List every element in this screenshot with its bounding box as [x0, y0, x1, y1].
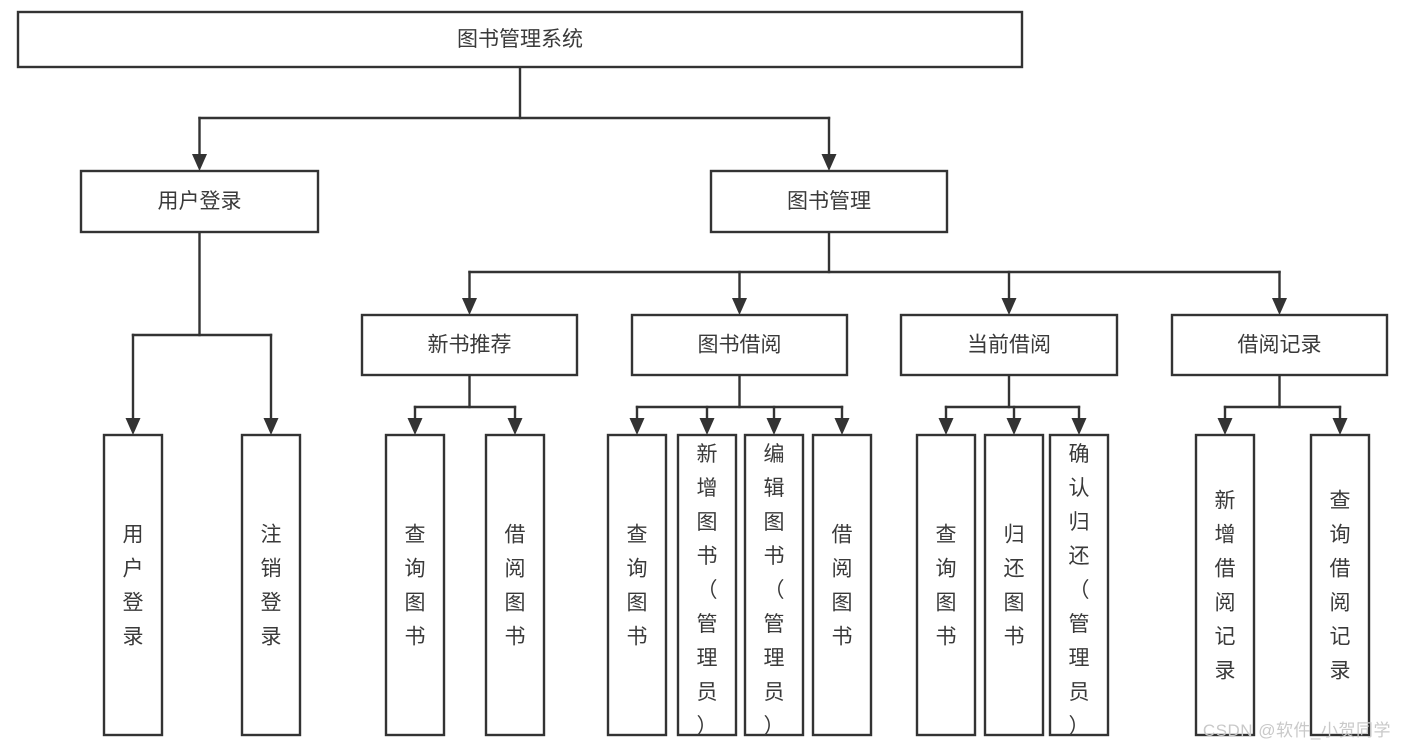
node-box — [240, 433, 302, 737]
node-leaf-confirm-return[interactable]: 确认归还（管理员） — [1048, 433, 1110, 738]
node-label: 新增借阅记录 — [1215, 489, 1236, 682]
arrow-head-icon — [192, 154, 207, 171]
node-leaf-borrow-book[interactable]: 借阅图书 — [811, 433, 873, 737]
node-box — [743, 433, 805, 737]
node-leaf-query-record[interactable]: 查询借阅记录 — [1309, 433, 1371, 737]
node-layer: 图书管理系统用户登录图书管理新书推荐图书借阅当前借阅借阅记录用户登录注销登录查询… — [16, 10, 1389, 738]
arrow-head-icon — [1217, 418, 1233, 435]
arrow-head-icon — [699, 418, 715, 435]
node-box — [606, 433, 668, 737]
watermark: CSDN @软件_小贺同学 — [1202, 721, 1391, 740]
arrow-head-icon — [1071, 418, 1087, 435]
node-label: 图书管理 — [787, 190, 871, 213]
node-leaf-query-book-current[interactable]: 查询图书 — [915, 433, 977, 737]
arrow-head-icon — [629, 418, 645, 435]
node-box — [484, 433, 546, 737]
node-borrow-record[interactable]: 借阅记录 — [1170, 313, 1389, 377]
node-leaf-add-record[interactable]: 新增借阅记录 — [1194, 433, 1256, 737]
node-box — [915, 433, 977, 737]
arrow-head-icon — [1272, 298, 1287, 315]
node-label: 借阅图书 — [505, 523, 526, 648]
node-label: 查询图书 — [627, 523, 648, 648]
node-leaf-edit-book[interactable]: 编辑图书（管理员） — [743, 433, 805, 738]
node-box — [360, 313, 579, 377]
node-label: 借阅记录 — [1238, 334, 1322, 357]
node-leaf-user-login[interactable]: 用户登录 — [102, 433, 164, 737]
node-box — [709, 169, 949, 234]
node-leaf-query-book-borrow[interactable]: 查询图书 — [606, 433, 668, 737]
node-box — [16, 10, 1024, 69]
node-leaf-return-book[interactable]: 归还图书 — [983, 433, 1045, 737]
node-user-login[interactable]: 用户登录 — [79, 169, 320, 234]
node-book-manage[interactable]: 图书管理 — [709, 169, 949, 234]
arrow-head-icon — [821, 154, 837, 171]
node-label: 当前借阅 — [967, 334, 1051, 357]
node-box — [676, 433, 738, 737]
arrow-head-icon — [732, 298, 747, 315]
arrow-head-icon — [407, 418, 423, 435]
node-leaf-user-logout[interactable]: 注销登录 — [240, 433, 302, 737]
node-label: 归还图书 — [1004, 523, 1025, 648]
node-box — [1309, 433, 1371, 737]
node-box — [1048, 433, 1110, 737]
node-book-borrow[interactable]: 图书借阅 — [630, 313, 849, 377]
node-leaf-add-book[interactable]: 新增图书（管理员） — [676, 433, 738, 738]
node-box — [1170, 313, 1389, 377]
node-current-borrow[interactable]: 当前借阅 — [899, 313, 1119, 377]
node-label: 编辑图书（管理员） — [764, 443, 785, 738]
arrow-head-icon — [1001, 298, 1017, 315]
node-label: 用户登录 — [158, 190, 242, 213]
arrow-head-icon — [834, 418, 850, 435]
node-box — [811, 433, 873, 737]
node-label: 图书管理系统 — [457, 28, 583, 51]
arrow-head-icon — [1006, 418, 1022, 435]
node-label: 查询图书 — [405, 523, 426, 648]
node-label: 图书借阅 — [698, 334, 782, 357]
node-new-book-rec[interactable]: 新书推荐 — [360, 313, 579, 377]
node-label: 注销登录 — [261, 523, 282, 648]
arrow-head-icon — [766, 418, 782, 435]
arrow-head-icon — [462, 298, 477, 315]
node-label: 新增图书（管理员） — [697, 443, 718, 738]
node-box — [1194, 433, 1256, 737]
node-box — [79, 169, 320, 234]
arrow-head-icon — [1332, 418, 1348, 435]
arrow-head-icon — [125, 418, 141, 435]
node-label: 确认归还（管理员） — [1069, 443, 1090, 738]
arrow-head-icon — [263, 418, 279, 435]
node-box — [630, 313, 849, 377]
connector-layer — [125, 65, 1348, 435]
node-leaf-borrow-book-rec[interactable]: 借阅图书 — [484, 433, 546, 737]
node-box — [384, 433, 446, 737]
node-box — [899, 313, 1119, 377]
node-label: 新书推荐 — [428, 334, 512, 357]
node-box — [102, 433, 164, 737]
node-leaf-query-book-rec[interactable]: 查询图书 — [384, 433, 446, 737]
node-label: 查询图书 — [936, 523, 957, 648]
arrow-head-icon — [938, 418, 954, 435]
node-label: 借阅图书 — [832, 523, 853, 648]
node-label: 用户登录 — [123, 523, 144, 648]
arrow-head-icon — [507, 418, 523, 435]
node-label: 查询借阅记录 — [1330, 489, 1351, 682]
node-box — [983, 433, 1045, 737]
node-root[interactable]: 图书管理系统 — [16, 10, 1024, 69]
